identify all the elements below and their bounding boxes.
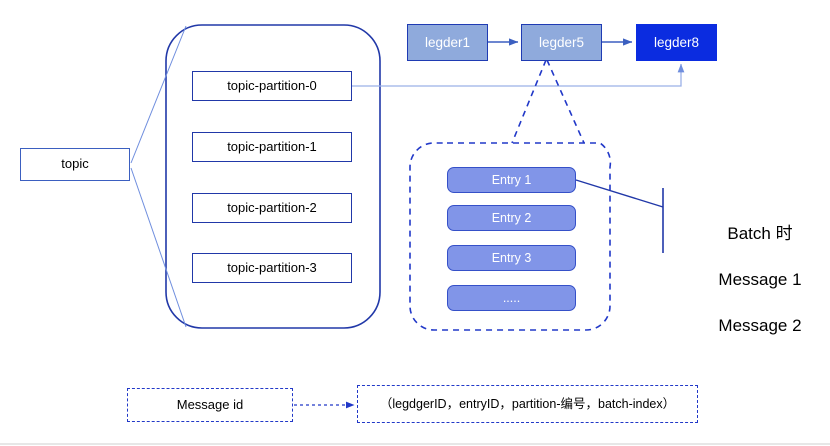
ledger-box-legder1[interactable]: legder1 (407, 24, 488, 61)
partition-box-3[interactable]: topic-partition-3 (192, 253, 352, 283)
ledger5-expand-line-right (546, 59, 585, 144)
batch-note-line-2: Message 1 (718, 269, 802, 289)
entry-box-1[interactable]: Entry 1 (447, 167, 576, 193)
ledger-label-legder5: legder5 (538, 34, 585, 50)
partition-label-0: topic-partition-0 (227, 77, 317, 93)
topic-label: topic (61, 156, 89, 172)
partition-label-2: topic-partition-2 (227, 199, 317, 215)
entry1-callout-line (575, 179, 664, 208)
partition-box-0[interactable]: topic-partition-0 (192, 71, 352, 101)
entry-label-2: Entry 2 (491, 210, 532, 225)
entry-box-2[interactable]: Entry 2 (447, 205, 576, 231)
batch-note-line-3: Message 2 (718, 315, 802, 335)
partition0-to-ledger8-line (352, 63, 685, 87)
ledger5-expand-line-left (511, 59, 547, 144)
ledger-label-legder8: legder8 (653, 34, 700, 50)
ledger-label-legder1: legder1 (424, 34, 471, 50)
entry-box-ellipsis[interactable]: ..... (447, 285, 576, 311)
ledger-box-legder8[interactable]: legder8 (636, 24, 717, 61)
message-id-tuple-label: （legdgerID，entryID，partition-编号，batch-in… (379, 396, 676, 411)
entry-label-ellipsis: ..... (502, 290, 521, 305)
entry-label-1: Entry 1 (491, 172, 532, 187)
topic-box[interactable]: topic (20, 148, 130, 181)
message-id-label: Message id (176, 396, 244, 412)
partition-box-1[interactable]: topic-partition-1 (192, 132, 352, 162)
batch-note-line-1: Batch 时 (727, 223, 793, 243)
entry-label-3: Entry 3 (491, 250, 532, 265)
message-id-box[interactable]: Message id (127, 388, 293, 422)
partition-label-3: topic-partition-3 (227, 259, 317, 275)
topic-fanout-line-top (130, 25, 187, 164)
partition-label-1: topic-partition-1 (227, 138, 317, 154)
topic-fanout-line-bottom (130, 167, 187, 328)
message-id-tuple-box[interactable]: （legdgerID，entryID，partition-编号，batch-in… (357, 385, 698, 423)
batch-note: Batch 时 Message 1 Message 2 (700, 200, 820, 361)
ledger-box-legder5[interactable]: legder5 (521, 24, 602, 61)
entry-box-3[interactable]: Entry 3 (447, 245, 576, 271)
partition-box-2[interactable]: topic-partition-2 (192, 193, 352, 223)
